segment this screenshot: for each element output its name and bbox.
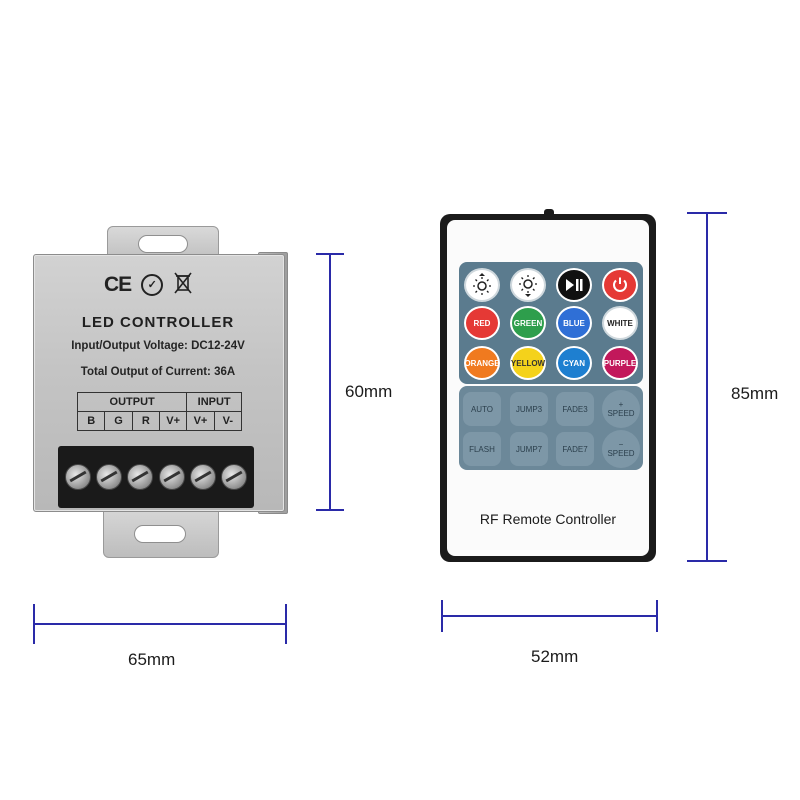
color-button-green[interactable]: GREEN <box>510 306 546 340</box>
dim-cap <box>285 604 287 644</box>
sun-down-icon <box>519 275 537 297</box>
dim-cap <box>656 600 658 632</box>
certification-marks: CE ✓ <box>104 272 193 298</box>
screw-terminal[interactable] <box>95 464 122 490</box>
controller-height-label: 60mm <box>345 382 393 401</box>
dim-cap <box>316 509 344 511</box>
remote-width-label: 52mm <box>531 647 579 666</box>
mounting-bracket-bottom <box>103 504 219 558</box>
dim-cap <box>687 212 727 214</box>
voltage-spec: Input/Output Voltage: DC12-24V <box>71 340 245 352</box>
controller-width-label: 65mm <box>128 650 176 669</box>
screw-terminal[interactable] <box>158 464 185 490</box>
color-button-cyan[interactable]: CYAN <box>556 346 592 380</box>
color-button-blue[interactable]: BLUE <box>556 306 592 340</box>
color-button-orange[interactable]: ORANGE <box>464 346 500 380</box>
dim-line <box>34 623 286 625</box>
dim-cap <box>441 600 443 632</box>
play-pause-icon <box>566 279 583 291</box>
controller-title: LED CONTROLLER <box>81 314 235 331</box>
power-icon <box>613 277 627 292</box>
dim-cap <box>687 560 727 562</box>
screw-terminal[interactable] <box>127 464 154 490</box>
pinout-table: OUTPUT INPUT B G R V+ V+ V- <box>76 392 243 431</box>
weee-bin-icon <box>173 272 193 298</box>
screw-terminal[interactable] <box>189 464 216 490</box>
pin-label: V+ <box>186 411 215 431</box>
jump3-button[interactable]: JUMP3 <box>510 392 548 426</box>
dim-line <box>706 213 708 561</box>
terminal-block <box>58 446 254 508</box>
speed-up-label: SPEED <box>607 409 635 418</box>
remote-top-nub <box>544 209 554 215</box>
pin-label: V- <box>213 411 243 431</box>
color-button-red[interactable]: RED <box>464 306 500 340</box>
screw-terminal[interactable] <box>64 464 91 490</box>
jump7-button[interactable]: JUMP7 <box>510 432 548 466</box>
dim-line <box>442 615 658 617</box>
pin-label: G <box>104 411 133 431</box>
play-pause-button[interactable] <box>556 268 592 302</box>
current-spec: Total Output of Current: 36A <box>80 366 236 378</box>
speed-down-label: SPEED <box>607 449 635 458</box>
remote-label: RF Remote Controller <box>479 511 617 527</box>
pin-label: B <box>76 411 106 431</box>
speed-down-button[interactable]: − SPEED <box>602 430 640 468</box>
rohs-icon: ✓ <box>141 274 164 296</box>
flash-button[interactable]: FLASH <box>463 432 501 466</box>
pin-label: R <box>131 411 160 431</box>
output-header: OUTPUT <box>76 392 188 412</box>
power-button[interactable] <box>602 268 638 302</box>
speed-down-sign: − <box>618 440 624 449</box>
mounting-slot <box>134 525 186 543</box>
sun-up-icon <box>473 273 491 295</box>
ce-mark: CE <box>104 273 132 296</box>
auto-button[interactable]: AUTO <box>463 392 501 426</box>
color-button-white[interactable]: WHITE <box>602 306 638 340</box>
pin-label: V+ <box>158 411 188 431</box>
speed-up-sign: + <box>618 400 624 409</box>
color-button-purple[interactable]: PURPLE <box>602 346 638 380</box>
color-button-yellow[interactable]: YELLOW <box>510 346 546 380</box>
fade3-button[interactable]: FADE3 <box>556 392 594 426</box>
brightness-up-button[interactable] <box>464 268 500 302</box>
dim-line <box>329 254 331 510</box>
input-header: INPUT <box>186 392 242 412</box>
brightness-down-button[interactable] <box>510 268 546 302</box>
fade7-button[interactable]: FADE7 <box>556 432 594 466</box>
remote-height-label: 85mm <box>731 384 779 403</box>
mounting-slot <box>138 235 188 253</box>
screw-terminal[interactable] <box>221 464 248 490</box>
dim-cap <box>33 604 35 644</box>
speed-up-button[interactable]: + SPEED <box>602 390 640 428</box>
dim-cap <box>316 253 344 255</box>
